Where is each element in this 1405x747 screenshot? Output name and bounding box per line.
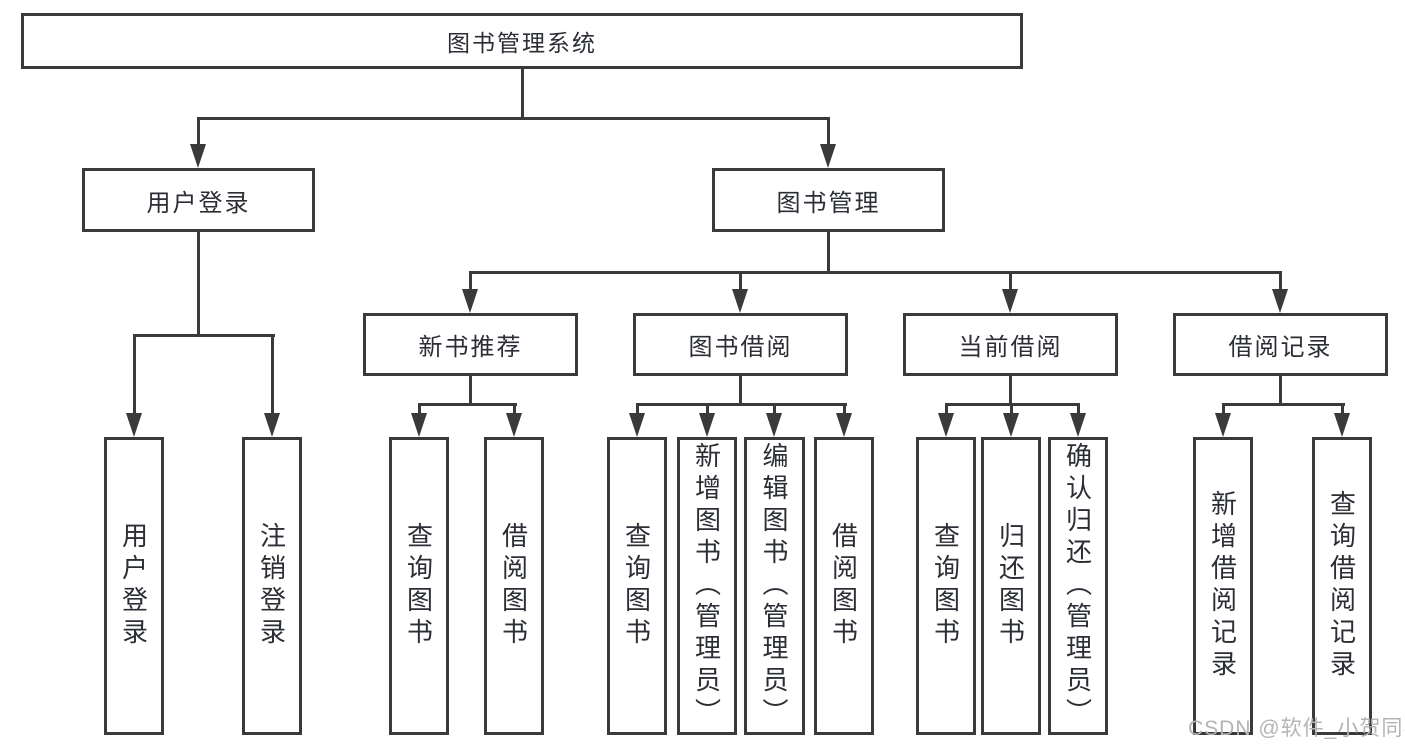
connector-user-vline: [197, 232, 200, 337]
arrowhead-icon: [126, 413, 142, 437]
node-book-borrowing: 图书借阅: [633, 313, 848, 376]
leaf-query-book-current: 查询图书: [916, 437, 976, 735]
leaf-confirm-return-admin: 确认归还（管理员）: [1048, 437, 1108, 735]
connector-current-vline: [1009, 376, 1012, 406]
leaf-add-borrow-record: 新增借阅记录: [1193, 437, 1253, 735]
leaf-borrow-book-recommend: 借阅图书: [484, 437, 544, 735]
arrowhead-icon: [1334, 413, 1350, 437]
connector-current-stub-3: [1077, 406, 1080, 413]
connector-current-stub-2: [1010, 406, 1013, 413]
leaf-edit-book-admin-label: 编辑图书（管理员）: [759, 442, 789, 730]
connector-borrowing-stub-1: [636, 406, 639, 413]
connector-user-hline: [133, 334, 275, 337]
node-borrow-records: 借阅记录: [1173, 313, 1388, 376]
arrowhead-icon: [190, 144, 206, 168]
node-root: 图书管理系统: [21, 13, 1023, 69]
leaf-user-login: 用户登录: [104, 437, 164, 735]
leaf-add-book-admin-label: 新增图书（管理员）: [691, 442, 722, 730]
connector-user-stub-2: [271, 337, 274, 413]
leaf-borrow-book: 借阅图书: [814, 437, 874, 735]
node-book-borrowing-label: 图书借阅: [688, 334, 793, 361]
connector-bookmgmt-stub-1: [469, 274, 472, 289]
arrowhead-icon: [506, 413, 522, 437]
connector-records-stub-2: [1341, 406, 1344, 413]
arrowhead-icon: [1215, 413, 1231, 437]
node-user-login: 用户登录: [82, 168, 315, 232]
arrowhead-icon: [766, 413, 782, 437]
arrowhead-icon: [1003, 413, 1019, 437]
node-user-login-label: 用户登录: [146, 189, 251, 217]
connector-borrowing-stub-4: [843, 406, 846, 413]
leaf-query-book-current-label: 查询图书: [930, 522, 961, 650]
node-root-label: 图书管理系统: [447, 30, 597, 56]
connector-user-stub-1: [133, 337, 136, 413]
leaf-query-borrow-record-label: 查询借阅记录: [1326, 490, 1357, 682]
node-new-book-recommend-label: 新书推荐: [418, 334, 523, 361]
connector-root-vline: [521, 69, 524, 119]
node-borrow-records-label: 借阅记录: [1228, 334, 1333, 361]
connector-root-stub-left: [197, 120, 200, 146]
arrowhead-icon: [836, 413, 852, 437]
leaf-query-book-recommend: 查询图书: [389, 437, 449, 735]
leaf-return-book-label: 归还图书: [995, 522, 1026, 650]
arrowhead-icon: [820, 144, 836, 168]
arrowhead-icon: [1002, 289, 1018, 313]
node-book-management: 图书管理: [712, 168, 945, 232]
connector-borrowing-hline: [636, 403, 847, 406]
connector-root-hline: [197, 117, 830, 120]
connector-borrowing-stub-2: [706, 406, 709, 413]
csdn-watermark: CSDN @软件_小贺同学: [1188, 717, 1405, 740]
leaf-query-book-borrowing-label: 查询图书: [621, 522, 652, 650]
leaf-return-book: 归还图书: [981, 437, 1041, 735]
leaf-logout: 注销登录: [242, 437, 302, 735]
connector-records-hline: [1222, 403, 1345, 406]
leaf-borrow-book-label: 借阅图书: [828, 522, 859, 650]
leaf-edit-book-admin: 编辑图书（管理员）: [744, 437, 805, 735]
arrowhead-icon: [699, 413, 715, 437]
arrowhead-icon: [1070, 413, 1086, 437]
leaf-borrow-book-recommend-label: 借阅图书: [498, 522, 529, 650]
connector-recommend-stub-2: [513, 406, 516, 413]
arrowhead-icon: [462, 289, 478, 313]
connector-bookmgmt-hline: [469, 271, 1282, 274]
connector-recommend-hline: [418, 403, 517, 406]
connector-bookmgmt-vline: [827, 232, 830, 274]
node-current-borrowing: 当前借阅: [903, 313, 1118, 376]
leaf-query-book-borrowing: 查询图书: [607, 437, 667, 735]
leaf-confirm-return-admin-label: 确认归还（管理员）: [1062, 442, 1093, 730]
leaf-add-borrow-record-label: 新增借阅记录: [1207, 490, 1238, 682]
leaf-query-book-recommend-label: 查询图书: [403, 522, 434, 650]
connector-bookmgmt-stub-4: [1279, 274, 1282, 289]
arrowhead-icon: [411, 413, 427, 437]
connector-records-vline: [1279, 376, 1282, 406]
connector-bookmgmt-stub-3: [1009, 274, 1012, 289]
connector-current-hline: [945, 403, 1080, 406]
arrowhead-icon: [732, 289, 748, 313]
node-current-borrowing-label: 当前借阅: [958, 334, 1063, 361]
connector-root-stub-right: [827, 120, 830, 146]
connector-borrowing-stub-3: [773, 406, 776, 413]
leaf-logout-label: 注销登录: [256, 522, 287, 650]
arrowhead-icon: [938, 413, 954, 437]
connector-recommend-stub-1: [418, 406, 421, 413]
node-book-management-label: 图书管理: [776, 189, 881, 217]
connector-current-stub-1: [945, 406, 948, 413]
connector-records-stub-1: [1222, 406, 1225, 413]
connector-recommend-vline: [469, 376, 472, 406]
leaf-user-login-label: 用户登录: [118, 522, 149, 650]
arrowhead-icon: [629, 413, 645, 437]
arrowhead-icon: [1272, 289, 1288, 313]
connector-borrowing-vline: [739, 376, 742, 406]
arrowhead-icon: [264, 413, 280, 437]
leaf-query-borrow-record: 查询借阅记录: [1312, 437, 1372, 735]
connector-bookmgmt-stub-2: [739, 274, 742, 289]
leaf-add-book-admin: 新增图书（管理员）: [677, 437, 737, 735]
node-new-book-recommend: 新书推荐: [363, 313, 578, 376]
